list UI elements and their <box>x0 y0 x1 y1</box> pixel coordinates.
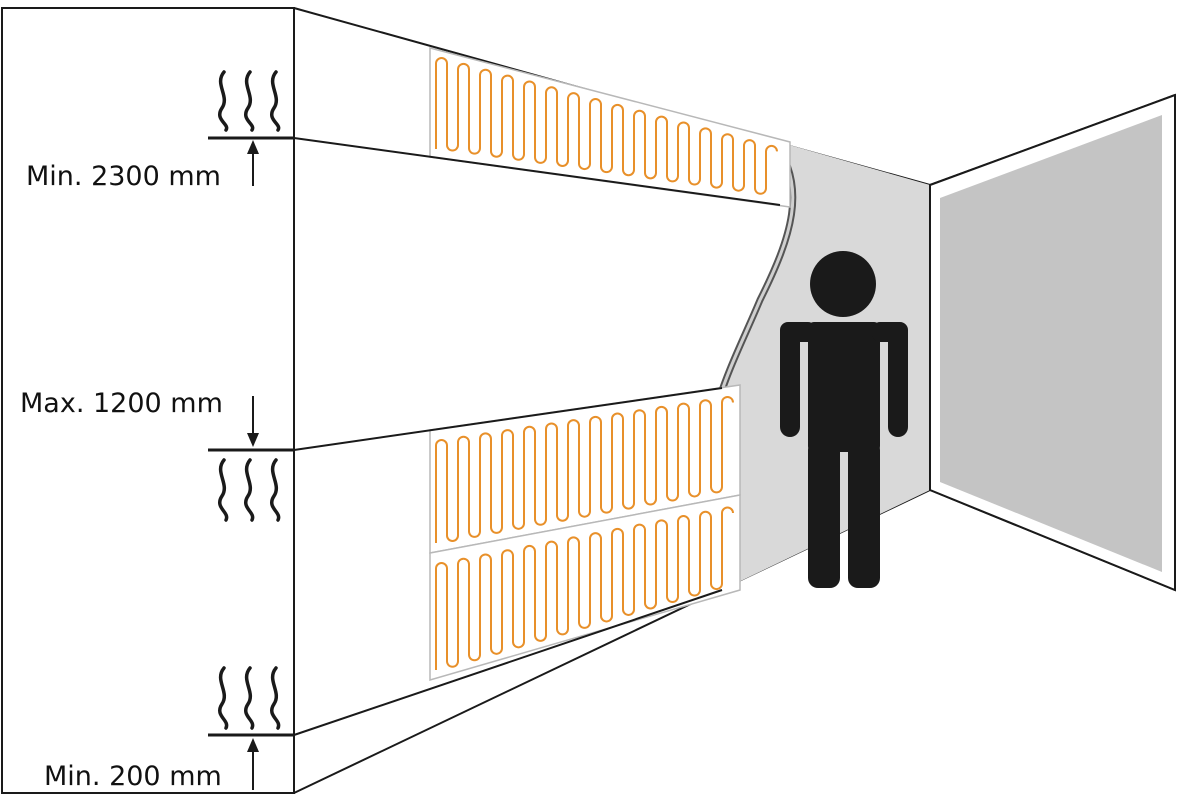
arrow-up-icon <box>247 738 259 790</box>
heating-cable <box>435 57 778 195</box>
heating-cable <box>435 506 734 670</box>
person-icon <box>780 251 908 588</box>
measurement-lines <box>293 137 781 736</box>
heat-waves-icon <box>218 70 281 132</box>
ceiling-clearance-label: Min. 2300 mm <box>26 161 221 192</box>
window <box>929 93 1176 592</box>
heating-panel-top <box>429 47 791 208</box>
heat-waves-icon <box>218 666 281 730</box>
heating-cable <box>435 396 734 543</box>
floor-clearance-label: Min. 200 mm <box>44 761 222 792</box>
heating-panel-bottom <box>429 494 741 681</box>
dimension-bars <box>208 136 294 737</box>
arrow-up-icon <box>247 140 259 186</box>
heat-waves-icon <box>218 458 281 522</box>
panel-top-max-label: Max. 1200 mm <box>20 388 223 419</box>
arrow-down-icon <box>247 396 259 447</box>
